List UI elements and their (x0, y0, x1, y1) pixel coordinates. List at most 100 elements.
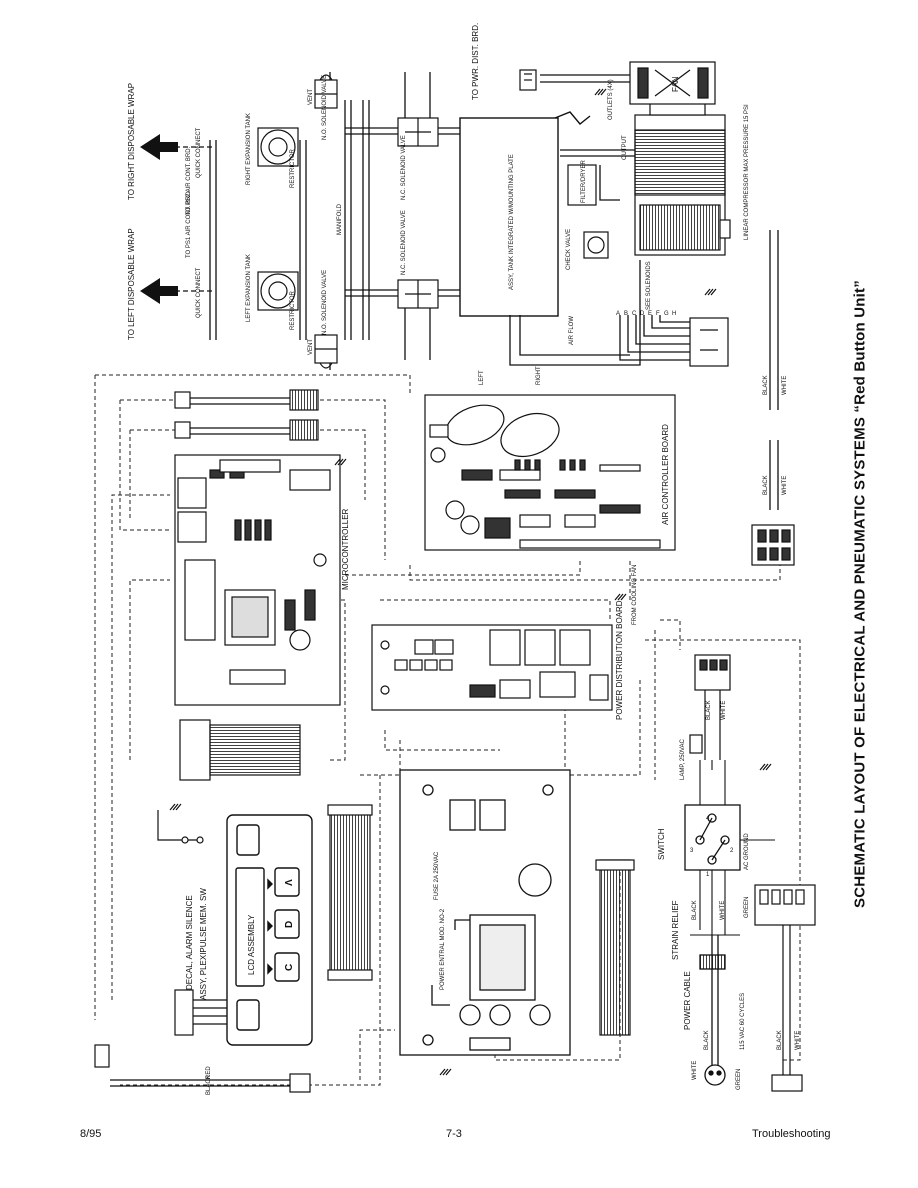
ribbon-cable-a (179, 719, 301, 781)
nc-solenoid-valve-left (397, 279, 439, 309)
port-letter: A (616, 311, 620, 317)
microcontroller-label: MICROCONTROLLER (341, 508, 350, 590)
pwr-connector (519, 69, 537, 91)
switch-black-label: BLACK (692, 900, 698, 920)
solenoid-connector (689, 317, 729, 367)
board-black-label: BLACK (763, 475, 769, 495)
outlets-label: OUTLETS (4X) (608, 79, 614, 120)
lcd-label: LCD ASSEMBLY (247, 914, 256, 975)
power-cable (699, 935, 726, 1086)
filter-label: FILTER/DRYER (581, 160, 587, 203)
panel-labels: DECAL, ALARM SILENCE ASSY, PLEXIPULSE ME… (185, 879, 295, 1000)
port-letter: D (640, 311, 645, 317)
see-solenoids-label: SEE SOLENOIDS (646, 261, 652, 310)
restrictor-left-label: RESTRICTOR (290, 290, 296, 330)
air-flow-label: AIR FLOW (569, 316, 575, 345)
filter-dryer (567, 164, 597, 206)
to-pwr-label: TO PWR. DIST. BRD. (471, 23, 480, 100)
strain-relief-label: STRAIN RELIEF (671, 900, 680, 960)
microcontroller-board (174, 454, 341, 706)
nc-valve-left-label: N.C. SOLENOID VALVE (401, 210, 407, 275)
nc-valve-right-label: N.C. SOLENOID VALVE (401, 135, 407, 200)
plug-white-label: WHITE (692, 1061, 698, 1080)
power-cable-label: POWER CABLE (683, 971, 692, 1030)
power-distribution-board (371, 624, 613, 711)
nc-solenoid-valve-right (397, 117, 439, 147)
wrap-tubing (175, 146, 215, 292)
port-letter: B (624, 311, 628, 317)
to-left-wrap-label: TO LEFT DISPOSABLE WRAP (127, 228, 136, 340)
quick-connect-right-label: QUICK CONNECT (196, 127, 202, 178)
ribbon-cable-c (595, 859, 635, 1036)
membrane-switch-panel (226, 814, 313, 1046)
panel-key-label: D (284, 921, 295, 928)
plug-black-label: BLACK (704, 1030, 710, 1050)
right-hose-label: RIGHT (536, 366, 542, 385)
to-ps1-label: TO PS1 AIR CONT. BRD. (186, 189, 192, 258)
compressor-black-label: BLACK (763, 375, 769, 395)
no-valve-right-label: N.O. SOLENOID VALVE (322, 75, 328, 140)
panel-connector (174, 989, 227, 1036)
decal-label-1: DECAL, ALARM SILENCE (185, 895, 194, 990)
no-solenoid-valve-left (314, 334, 338, 369)
no-valve-left-label: N.O. SOLENOID VALVE (322, 270, 328, 335)
ac-ground-label: AC GROUND (744, 833, 750, 870)
no-solenoid-valve-right (314, 74, 338, 109)
switch-label: SWITCH (657, 828, 666, 860)
fan-label: FAN (671, 76, 680, 92)
to-ps2-label: TO PS2 AIR CONT. BRD. (186, 146, 192, 215)
switch-green-label: GREEN (744, 897, 750, 918)
ac-black-label: BLACK (777, 1030, 783, 1050)
pneumatic-labels: TO RIGHT DISPOSABLE WRAP TO LEFT DISPOSA… (127, 23, 788, 495)
vent-top-label: VENT (308, 89, 314, 105)
lamp-label: LAMP, 250VAC (680, 739, 686, 780)
page-title: SCHEMATIC LAYOUT OF ELECTRICAL AND PNEUM… (851, 280, 869, 908)
black-lead-label: BLACK (206, 1075, 212, 1095)
right-expansion-tank (257, 127, 299, 167)
port-letter: H (672, 311, 676, 317)
switch-white-label: WHITE (720, 901, 726, 920)
air-controller-label: AIR CONTROLLER BOARD (661, 424, 670, 525)
to-right-wrap-label: TO RIGHT DISPOSABLE WRAP (127, 83, 136, 200)
footer-page-number: 7-3 (446, 1128, 462, 1140)
check-valve-label: CHECK VALVE (566, 229, 572, 270)
check-valve (583, 231, 609, 259)
decal-label-2: ASSY, PLEXIPULSE MEM. SW (199, 888, 208, 1000)
linear-compressor (634, 99, 731, 256)
air-controller-board (424, 394, 676, 551)
panel-key-label: Λ (284, 879, 295, 886)
lamp-black-label: BLACK (706, 700, 712, 720)
power-entry-module (399, 769, 571, 1056)
switch-wires (690, 760, 775, 936)
quick-connect-left-label: QUICK CONNECT (196, 267, 202, 318)
port-letter-labels: A B C D E F G H (616, 311, 676, 317)
electrical-labels: SWITCH LAMP, 250VAC BLACK WHITE STRAIN R… (206, 700, 801, 1095)
ground-wire-panel (157, 810, 204, 844)
switch-terminal: 3 (690, 848, 694, 854)
board-labels: AIR CONTROLLER BOARD MICROCONTROLLER POW… (341, 424, 670, 990)
lamp-white-label: WHITE (721, 701, 727, 720)
left-tank-label: LEFT EXPANSION TANK (246, 254, 252, 322)
air-hose-connectors (174, 389, 319, 441)
fan (629, 61, 716, 105)
compressor-white-label: WHITE (782, 376, 788, 395)
footer-section: Troubleshooting (752, 1128, 831, 1140)
panel-key-label: C (284, 964, 295, 971)
left-expansion-tank (257, 271, 299, 311)
switch-terminal: 1 (706, 872, 710, 878)
power-entry-label: POWER ENTRAL MOD. NO-2 (440, 908, 446, 990)
volts-label: 115 VAC 60 CYCLES (740, 993, 746, 1050)
pneumatic-piping (209, 72, 779, 510)
compressor-connector (751, 524, 795, 566)
footer-date: 8/95 (80, 1128, 102, 1140)
arrow-left-wrap (140, 278, 178, 304)
ground-symbols (169, 88, 772, 1076)
output-label: OUTPUT (622, 135, 628, 160)
plug-green-label: GREEN (736, 1069, 742, 1090)
vent-bottom-label: VENT (308, 339, 314, 355)
battery-lead (94, 1044, 311, 1093)
power-switch (684, 804, 741, 871)
from-cooling-fan-label: FROM COOLING FAN (632, 565, 638, 625)
ac-connector (754, 884, 816, 1092)
